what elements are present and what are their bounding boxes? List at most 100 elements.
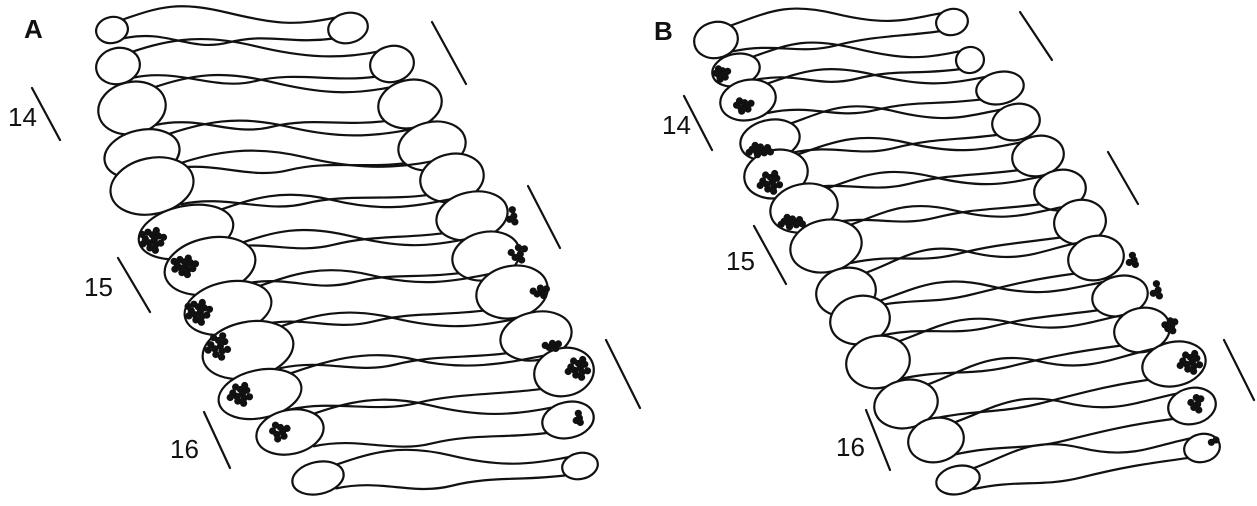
panel-a-labeled-cell-dot — [240, 400, 247, 407]
panel-a-labeled-cell-dot — [584, 367, 591, 374]
panel-a-segment-upper-edge — [332, 450, 569, 466]
panel-b-segment-lower-edge — [768, 99, 984, 113]
panel-b-labeled-cell-dot — [752, 142, 759, 149]
panel-a-segment-15-label: 15 — [84, 272, 113, 302]
panel-a-labeled-cell-dot — [185, 255, 192, 262]
panel-b-right-hemisegment — [934, 6, 971, 38]
panel-a-labeled-cell-dot — [565, 368, 572, 375]
panel-a-boundary-mark — [528, 186, 560, 248]
panel-a-segment-upper-edge — [273, 312, 514, 329]
panel-b-segment-upper-edge — [877, 281, 1104, 302]
panel-b-segments — [691, 6, 1223, 498]
panel-a-segment-14-label: 14 — [8, 102, 37, 132]
panel-b-labeled-cell-dot — [1177, 362, 1184, 369]
panel-a-labeled-cell-dot — [184, 271, 191, 278]
panel-a-labeled-cell-dot — [139, 240, 146, 247]
panel-b-segment-upper-edge — [970, 438, 1191, 469]
panel-b-segment-row — [841, 303, 1174, 394]
panel-b-labeled-cell-dot — [1169, 327, 1176, 334]
panel-a-labeled-cell-dot — [227, 394, 234, 401]
panel-a-labeled-cell-dot — [219, 332, 226, 339]
panel-b-labeled-cell-dot — [762, 171, 769, 178]
panel-b-labeled-cell-dot — [776, 181, 783, 188]
panel-a-boundary-mark — [432, 22, 466, 84]
panel-b-labeled-cell-dot — [1196, 361, 1203, 368]
panel-b-labeled-cell-dot — [724, 68, 731, 75]
panel-b-labeled-cell-dot — [736, 97, 743, 104]
panel-a-labeled-cell-dot — [139, 231, 146, 238]
panel-a: A 14 15 16 — [8, 6, 640, 499]
panel-b-labeled-cell-dot — [1132, 261, 1139, 268]
panel-a-segments — [93, 6, 601, 499]
panel-b-labeled-cell-dot — [754, 151, 761, 158]
panel-a-labeled-cell-dot — [199, 299, 206, 306]
panel-a-boundary-mark — [606, 340, 640, 408]
panel-b-segment-upper-edge — [846, 206, 1065, 227]
panel-b-segment-upper-edge — [763, 69, 985, 85]
panel-b-segment-row — [934, 431, 1223, 499]
panel-b-right-hemisegment — [1181, 431, 1222, 466]
panel-b-segment-14-label: 14 — [662, 110, 691, 140]
panel-a-labeled-cell-dot — [578, 374, 585, 381]
panel-a-labeled-cell-dot — [272, 422, 279, 429]
panel-b-segment-lower-edge — [881, 310, 1100, 336]
panel-a-labeled-cell-dot — [218, 354, 225, 361]
panel-a-labeled-cell-dot — [198, 319, 205, 326]
panel-b-labeled-cell-dot — [786, 223, 793, 230]
panel-a-labeled-cell-dot — [521, 245, 528, 252]
panel-b-labeled-cell-dot — [746, 149, 753, 156]
panel-b-labeled-cell-dot — [1161, 321, 1168, 328]
panel-a-labeled-cell-dot — [280, 433, 287, 440]
panel-a-segment-lower-edge — [336, 475, 567, 489]
panel-a-right-hemisegment — [560, 450, 601, 483]
panel-a-segment-lower-edge — [242, 273, 462, 286]
panel-a-labeled-cell-dot — [577, 419, 584, 426]
panel-b-labeled-cell-dot — [1126, 259, 1133, 266]
panel-a-segment-lower-edge — [289, 389, 543, 410]
panel-a-labeled-cell-dot — [274, 435, 281, 442]
panel-b-labeled-cell-dot — [715, 65, 722, 72]
panel-b-labeled-cell-dot — [1208, 439, 1215, 446]
panel-a-label: A — [24, 14, 43, 44]
panel-b-segment-lower-edge — [973, 458, 1189, 489]
panel-b-labeled-cell-dot — [747, 100, 754, 107]
panel-b-labeled-cell-dot — [1153, 280, 1160, 287]
panel-b-labeled-cell-dot — [1195, 406, 1202, 413]
panel-a-labeled-cell-dot — [224, 346, 231, 353]
panel-b-segment-15-label: 15 — [726, 246, 755, 276]
panel-b-labeled-cell-dot — [767, 148, 774, 155]
panel-a-segment-upper-edge — [309, 400, 553, 416]
panel-a-segment-lower-edge — [169, 163, 409, 173]
panel-b-segment-upper-edge — [787, 106, 1002, 125]
panel-b-labeled-cell-dot — [1156, 292, 1163, 299]
panel-a-labeled-cell-dot — [185, 303, 192, 310]
panel-a-segment-lower-edge — [220, 233, 447, 249]
panel-a-boundary-mark — [204, 412, 230, 468]
panel-a-labeled-cell-dot — [542, 342, 549, 349]
panel-a-labeled-cell-dot — [575, 410, 582, 417]
panel-b-labeled-cell-dot — [1187, 399, 1194, 406]
panel-b-labeled-cell-dot — [1191, 350, 1198, 357]
panel-b-segment-upper-edge — [924, 349, 1155, 386]
panel-b-labeled-cell-dot — [1171, 318, 1178, 325]
panel-b-boundary-mark — [1224, 340, 1254, 400]
panel-b-boundary-mark — [754, 226, 786, 284]
panel-a-labeled-cell-dot — [153, 227, 160, 234]
panel-b-labeled-cell-dot — [1182, 351, 1189, 358]
panel-a-labeled-cell-dot — [511, 218, 518, 225]
panel-a-labeled-cell-dot — [518, 256, 525, 263]
panel-a-labeled-cell-dot — [160, 234, 167, 241]
panel-b-boundary-mark — [1020, 12, 1052, 60]
panel-b-segment-lower-edge — [731, 31, 940, 52]
panel-b-segment-row — [870, 336, 1210, 434]
panel-a-labeled-cell-dot — [579, 356, 586, 363]
panel-a-labeled-cell-dot — [283, 425, 290, 432]
panel-a-labeled-cell-dot — [543, 285, 550, 292]
panel-a-labeled-cell-dot — [241, 382, 248, 389]
panel-a-segment-upper-edge — [235, 230, 465, 245]
panel-b-segment-upper-edge — [794, 138, 1023, 156]
panel-b-labeled-cell-dot — [799, 220, 806, 227]
panel-b-labeled-cell-dot — [738, 108, 745, 115]
panel-a-boundary-mark — [118, 258, 150, 312]
